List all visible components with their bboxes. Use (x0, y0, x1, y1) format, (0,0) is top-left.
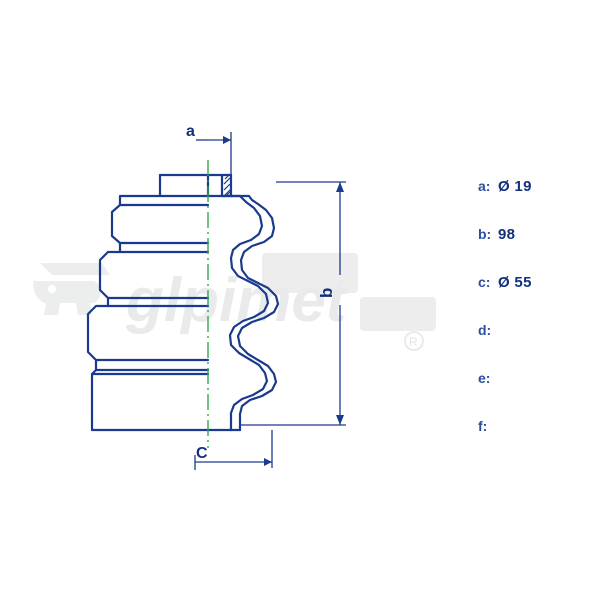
spec-value-a: Ø 19 (498, 178, 532, 195)
dimension-label-a: a (186, 123, 195, 140)
spec-key-f: f: (478, 418, 488, 434)
spec-key-b: b: (478, 226, 492, 242)
spec-row-a: a: Ø 19 (478, 178, 598, 226)
spec-value-c: Ø 55 (498, 274, 532, 291)
spec-row-c: c: Ø 55 (478, 274, 598, 322)
spec-key-a: a: (478, 178, 491, 194)
spec-row-e: e: (478, 370, 598, 418)
spec-row-f: f: (478, 418, 598, 466)
dimension-label-c: C (196, 445, 208, 462)
specification-list: a: Ø 19 b: 98 c: Ø 55 d: e: f: (478, 178, 598, 466)
dimension-label-b: b (317, 288, 336, 298)
spec-row-b: b: 98 (478, 226, 598, 274)
spec-key-d: d: (478, 322, 492, 338)
boot-drawing: a b C (86, 123, 346, 470)
spec-key-e: e: (478, 370, 491, 386)
spec-key-c: c: (478, 274, 491, 290)
spec-value-b: 98 (498, 226, 516, 243)
spec-row-d: d: (478, 322, 598, 370)
